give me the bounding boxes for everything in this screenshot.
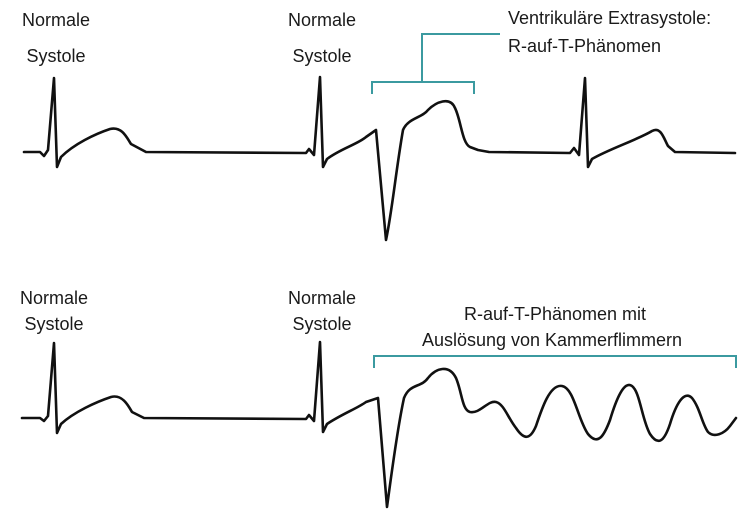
top-ecg-trace: [22, 75, 737, 242]
top-annotation-line-1: Ventrikuläre Extrasystole:: [508, 8, 711, 28]
top-normal-systole-label-1-line-1: Normale: [22, 10, 90, 30]
top-normal-systole-label-2-line-1: Normale: [288, 10, 356, 30]
bottom-annotation-line-1: R-auf-T-Phänomen mit: [464, 304, 646, 324]
top-extrasystole-bracket: [371, 33, 500, 94]
top-annotation-line-2: R-auf-T-Phänomen: [508, 36, 661, 56]
bottom-fibrillation-bracket: [373, 355, 737, 368]
bottom-ecg-trace: [20, 340, 738, 509]
top-ecg-strip: Normale Systole Normale Systole Ventriku…: [22, 8, 737, 242]
bottom-normal-systole-label-1-line-2: Systole: [24, 314, 83, 334]
bottom-annotation-line-2: Auslösung von Kammerflimmern: [422, 330, 682, 350]
bottom-normal-systole-label-2-line-1: Normale: [288, 288, 356, 308]
bottom-normal-systole-label-2-line-2: Systole: [292, 314, 351, 334]
top-normal-systole-label-1-line-2: Systole: [26, 46, 85, 66]
top-normal-systole-label-2-line-2: Systole: [292, 46, 351, 66]
bottom-ecg-strip: Normale Systole Normale Systole R-auf-T-…: [20, 288, 738, 509]
bottom-normal-systole-label-1-line-1: Normale: [20, 288, 88, 308]
